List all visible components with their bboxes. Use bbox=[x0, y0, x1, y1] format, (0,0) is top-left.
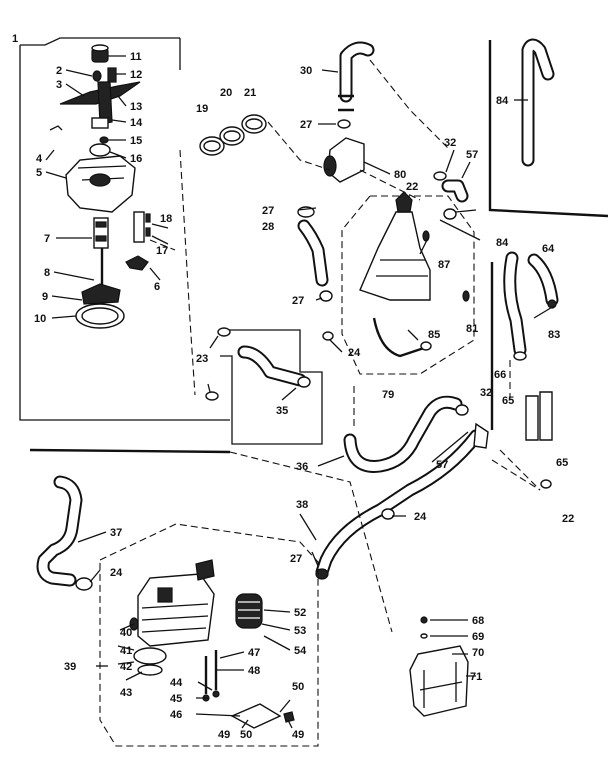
label-6: 6 bbox=[154, 281, 160, 293]
label-27-d: 27 bbox=[290, 553, 302, 565]
label-11: 11 bbox=[130, 51, 142, 63]
label-83: 83 bbox=[548, 329, 560, 341]
label-71: 71 bbox=[470, 671, 482, 683]
label-40: 40 bbox=[120, 627, 132, 639]
label-30: 30 bbox=[300, 65, 312, 77]
label-12: 12 bbox=[130, 69, 142, 81]
label-24-b: 24 bbox=[414, 511, 427, 523]
label-22-a: 22 bbox=[406, 181, 418, 193]
bracket-70-71 bbox=[409, 616, 469, 717]
label-64: 64 bbox=[542, 243, 555, 255]
label-85: 85 bbox=[428, 329, 440, 341]
label-66: 66 bbox=[494, 369, 506, 381]
label-38: 38 bbox=[296, 499, 308, 511]
lower-group-outline bbox=[99, 523, 319, 747]
label-1: 1 bbox=[12, 33, 18, 45]
label-84-a: 84 bbox=[496, 95, 509, 107]
ring-seals bbox=[199, 114, 267, 156]
label-10: 10 bbox=[34, 313, 46, 325]
part-labels: 1 2 3 4 5 7 8 9 10 11 12 13 14 15 16 18 … bbox=[12, 33, 574, 741]
label-79: 79 bbox=[382, 389, 394, 401]
label-44: 44 bbox=[170, 677, 183, 689]
label-48: 48 bbox=[248, 665, 260, 677]
pump-assembly-group-outline bbox=[19, 37, 230, 421]
label-22-b: 22 bbox=[562, 513, 574, 525]
label-32-a: 32 bbox=[444, 137, 456, 149]
label-23: 23 bbox=[196, 353, 208, 365]
motor-39 bbox=[129, 559, 295, 729]
label-54: 54 bbox=[294, 645, 307, 657]
label-5: 5 bbox=[36, 167, 42, 179]
label-87: 87 bbox=[438, 259, 450, 271]
label-7: 7 bbox=[44, 233, 50, 245]
label-37: 37 bbox=[110, 527, 122, 539]
label-68: 68 bbox=[472, 615, 484, 627]
cabinet-outline bbox=[439, 40, 608, 241]
label-27-b: 27 bbox=[262, 205, 274, 217]
pump-assembly bbox=[49, 44, 151, 329]
label-21: 21 bbox=[244, 87, 256, 99]
label-49-a: 49 bbox=[218, 729, 230, 741]
drain-hose-84-top bbox=[521, 38, 555, 167]
center-group-outline bbox=[341, 195, 475, 375]
label-65-b: 65 bbox=[556, 457, 568, 469]
upper-elbow bbox=[433, 171, 469, 220]
label-4: 4 bbox=[36, 153, 43, 165]
label-36: 36 bbox=[296, 461, 308, 473]
label-42: 42 bbox=[120, 661, 132, 673]
hose-35-box bbox=[205, 327, 323, 445]
hose-28 bbox=[297, 206, 334, 341]
hose-36-38 bbox=[315, 386, 541, 580]
label-80: 80 bbox=[394, 169, 406, 181]
label-16: 16 bbox=[130, 153, 142, 165]
label-2: 2 bbox=[56, 65, 62, 77]
label-19: 19 bbox=[196, 103, 208, 115]
label-28: 28 bbox=[262, 221, 274, 233]
label-70: 70 bbox=[472, 647, 484, 659]
separator-lines bbox=[29, 448, 393, 633]
label-27-a: 27 bbox=[300, 119, 312, 131]
label-81: 81 bbox=[466, 323, 478, 335]
label-8: 8 bbox=[44, 267, 50, 279]
label-3: 3 bbox=[56, 79, 62, 91]
label-49-b: 49 bbox=[292, 729, 304, 741]
label-13: 13 bbox=[130, 101, 142, 113]
label-46: 46 bbox=[170, 709, 182, 721]
label-65-a: 65 bbox=[502, 395, 514, 407]
label-52: 52 bbox=[294, 607, 306, 619]
label-39: 39 bbox=[64, 661, 76, 673]
label-57-b: 57 bbox=[436, 459, 448, 471]
label-35: 35 bbox=[276, 405, 288, 417]
inlet-hose-and-valve bbox=[267, 41, 451, 201]
label-27-c: 27 bbox=[292, 295, 304, 307]
right-hoses bbox=[490, 251, 559, 491]
label-57-a: 57 bbox=[466, 149, 478, 161]
hose-37 bbox=[36, 475, 93, 591]
label-24-a: 24 bbox=[348, 347, 361, 359]
label-50-b: 50 bbox=[240, 729, 252, 741]
label-14: 14 bbox=[130, 117, 143, 129]
label-50-a: 50 bbox=[292, 681, 304, 693]
label-69: 69 bbox=[472, 631, 484, 643]
label-17: 17 bbox=[156, 245, 168, 257]
label-18: 18 bbox=[160, 213, 172, 225]
pump-base-87 bbox=[359, 191, 470, 358]
label-20: 20 bbox=[220, 87, 232, 99]
label-43: 43 bbox=[120, 687, 132, 699]
label-32-b: 32 bbox=[480, 387, 492, 399]
leader-lines bbox=[45, 55, 555, 729]
label-9: 9 bbox=[42, 291, 48, 303]
label-84-b: 84 bbox=[496, 237, 509, 249]
label-53: 53 bbox=[294, 625, 306, 637]
label-45: 45 bbox=[170, 693, 182, 705]
label-47: 47 bbox=[248, 647, 260, 659]
label-24-c: 24 bbox=[110, 567, 123, 579]
label-15: 15 bbox=[130, 135, 142, 147]
label-41: 41 bbox=[120, 645, 132, 657]
